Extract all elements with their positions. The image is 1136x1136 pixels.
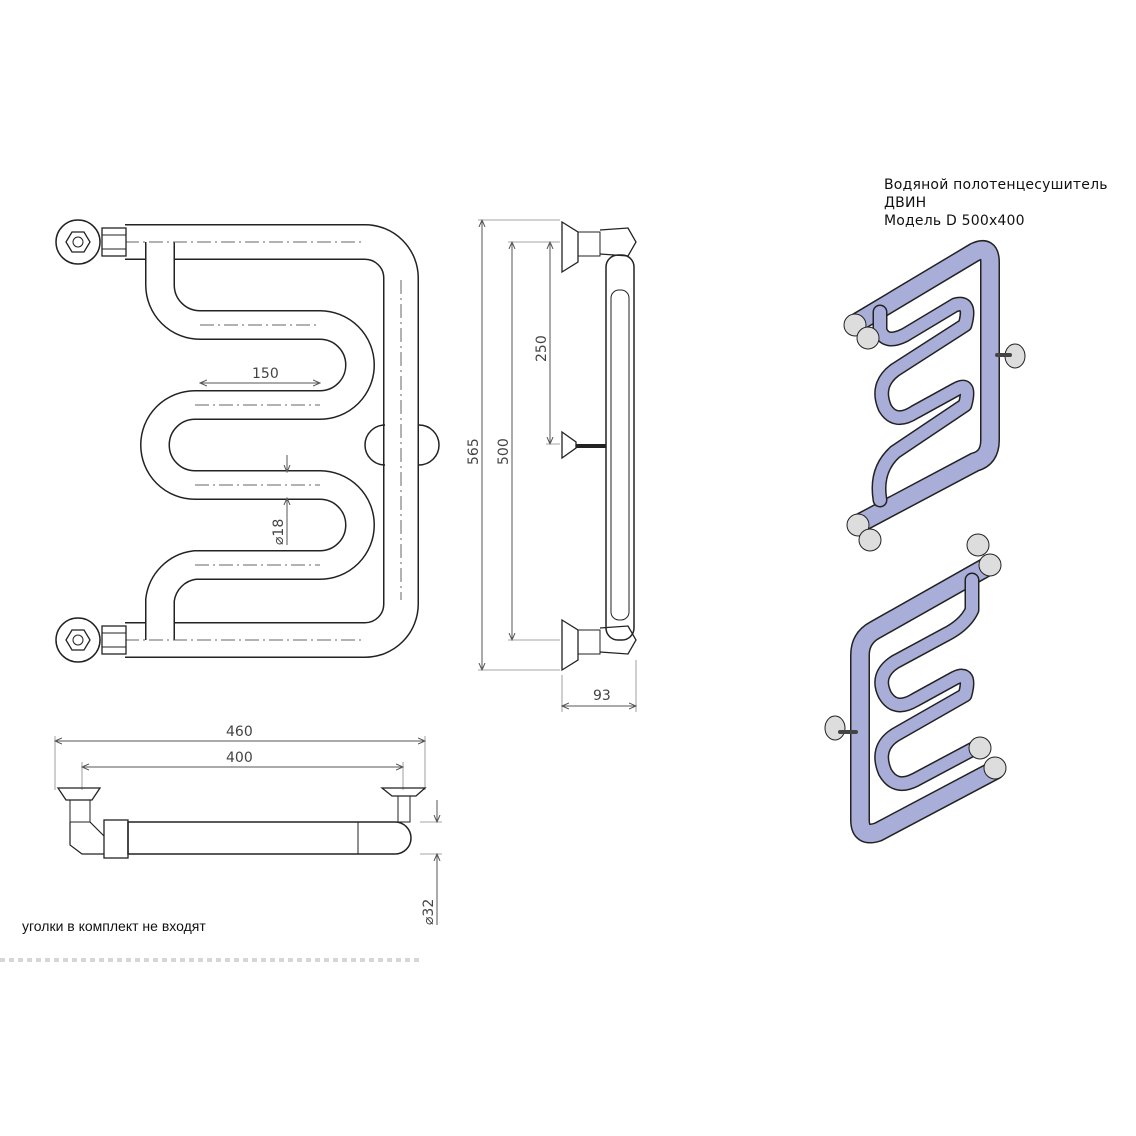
faint-text-line xyxy=(0,958,420,962)
top-left-fitting xyxy=(55,219,127,265)
dim-diameter-32: ⌀32 xyxy=(421,899,437,925)
dim-step-150: 150 xyxy=(252,366,279,382)
front-view: 150 ⌀18 xyxy=(55,219,440,663)
bottom-left-fitting xyxy=(55,617,127,663)
dim-height-565: 565 xyxy=(466,438,482,465)
dim-height-250: 250 xyxy=(534,335,550,362)
product-name: Водяной полотенцесушитель ДВИН xyxy=(884,177,1108,211)
side-view: 565 500 250 93 xyxy=(466,220,636,712)
dim-diameter-18: ⌀18 xyxy=(271,519,287,545)
render-3d-right-connection xyxy=(843,240,1026,552)
dim-width-460: 460 xyxy=(226,724,253,740)
dim-height-500: 500 xyxy=(496,438,512,465)
dim-width-400: 400 xyxy=(226,750,253,766)
bottom-view: 460 400 ⌀32 xyxy=(55,724,442,925)
model-name: Модель D 500x400 xyxy=(884,213,1025,229)
kit-note: уголки в комплект не входят xyxy=(22,918,206,934)
drawing-title: Водяной полотенцесушитель ДВИН Модель D … xyxy=(884,176,1136,230)
render-3d-left-connection xyxy=(824,533,1007,844)
dim-depth-93: 93 xyxy=(593,688,611,704)
middle-wall-mount xyxy=(364,424,440,466)
